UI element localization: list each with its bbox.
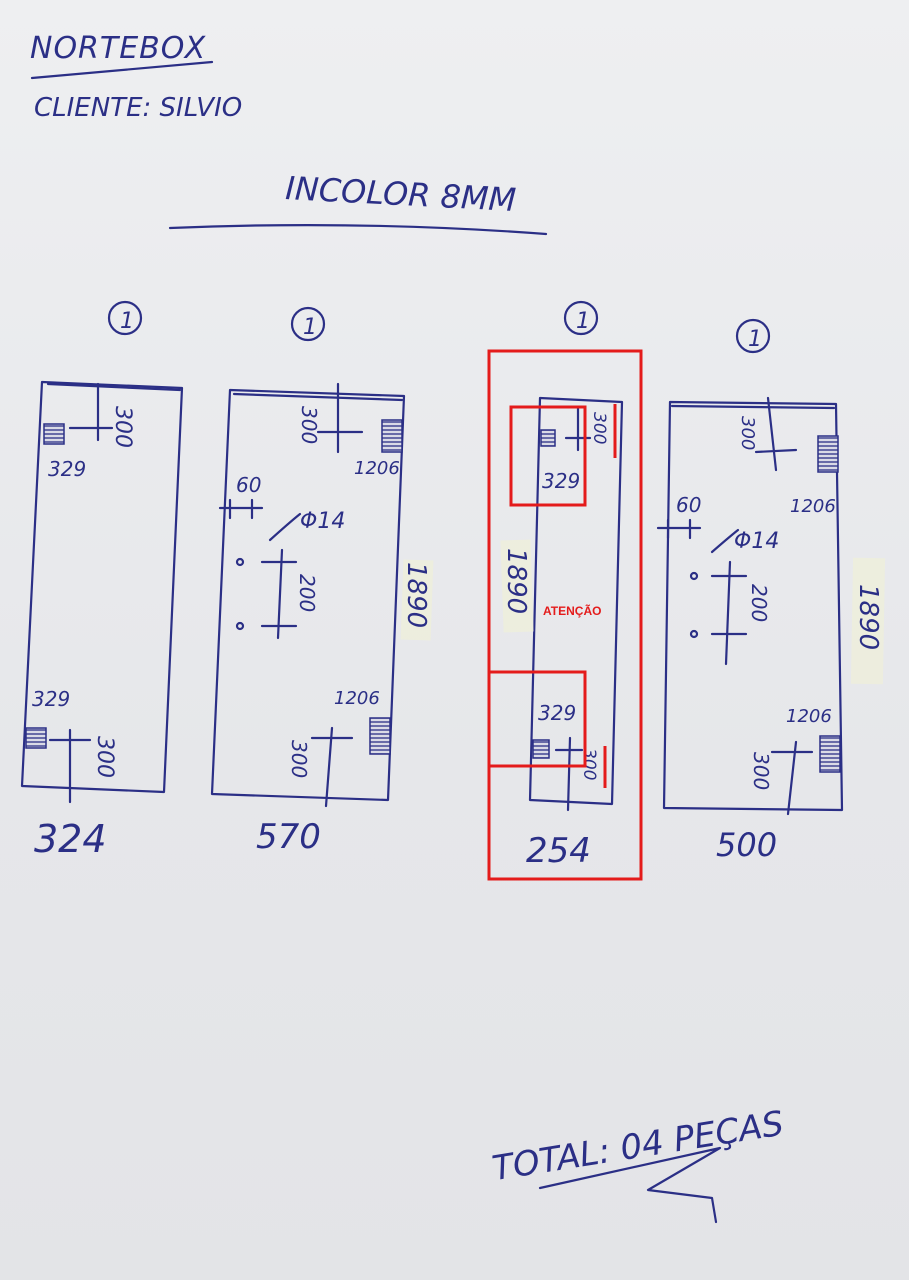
client-name: CLIENTE: SILVIO [34,93,242,123]
piece-4-hole-spacing-dim [710,560,748,666]
piece-2-top-hinge: 1206 [354,458,400,479]
glass-spec: INCOLOR 8MM [284,169,517,219]
piece-1-top-hinge-width: 329 [48,457,86,481]
piece-2-outline [210,388,406,802]
piece-4-top-hinge: 1206 [790,496,836,517]
piece-4-height: 1890 [853,584,883,650]
piece-3-quantity: 1 [576,309,590,334]
piece-2-hole-spacing-dim [260,548,298,640]
piece-4-top-offset: 300 [737,416,758,450]
piece-3-bottom-hinge-icon [532,739,550,759]
piece-1-top-hinge-icon [43,423,65,445]
piece-1-bottom-offset: 300 [92,736,117,778]
piece-1-bottom-dim-line [48,728,92,804]
piece-4-width: 500 [716,826,777,864]
glass-spec-underline [168,223,548,236]
piece-1-outline [20,380,184,794]
piece-4-outline [662,400,844,812]
piece-3-bottom-hinge-width: 329 [538,701,576,725]
piece-2-top-hinge-icon [381,419,403,453]
piece-4-hole-edge: 60 [676,493,701,517]
piece-2-width: 570 [256,817,321,857]
piece-2: 1 300 1206 60 Φ14 200 1890 1206 300 570 [210,306,434,857]
piece-4-bottom-hinge-icon [819,735,841,773]
piece-4-hole-spacing: 200 [747,584,771,622]
piece-4-top-hinge-icon [817,435,839,473]
piece-2-hole-edge: 60 [236,473,261,497]
piece-1-quantity: 1 [120,309,134,334]
attention-label: ATENÇÃO [543,603,601,618]
piece-2-top-offset: 300 [297,406,321,444]
piece-3-height: 1890 [501,548,531,614]
piece-3-qty-circle [563,300,599,336]
total-underline [538,1146,722,1224]
piece-4: 1 300 1206 60 Φ14 200 1890 1206 300 500 [656,318,886,864]
piece-4-bottom-dim-line [770,740,814,816]
piece-4-qty-circle [735,318,771,354]
attention-top-highlight [509,405,587,507]
piece-3-top-hinge-width: 329 [542,469,580,493]
piece-3: 1 300 329 1890 329 300 254 ATENÇÃO [487,300,643,881]
piece-4-bottom-hinge: 1206 [786,706,832,727]
piece-2-hole-spacing: 200 [295,574,319,612]
piece-1-bottom-hinge-icon [25,727,47,749]
company-name: NORTEBOX [30,31,207,66]
piece-2-qty-circle [290,306,326,342]
piece-1: 1 300 329 329 300 324 [20,300,184,861]
piece-4-hole-2 [689,629,699,639]
piece-4-bottom-offset: 300 [749,752,773,790]
attention-frame [487,349,643,881]
piece-1-qty-circle [107,300,143,336]
piece-3-bottom-dim-line [554,736,584,812]
piece-2-bottom-offset: 300 [287,740,311,778]
piece-3-top-offset: 300 [589,412,609,444]
piece-1-top-offset: 300 [110,406,135,448]
piece-3-outline [528,396,624,806]
piece-2-hole-edge-dim [218,498,264,520]
piece-2-quantity: 1 [303,315,317,340]
piece-2-bottom-dim-line [310,726,354,808]
attention-bottom-highlight [487,670,587,768]
piece-2-hole-1 [235,557,245,567]
piece-2-hole-diameter: Φ14 [300,509,345,534]
piece-4-hole-diameter: Φ14 [734,529,779,554]
piece-1-top-dim-line [68,382,114,442]
total-pieces: TOTAL: 04 PEÇAS [489,1104,786,1190]
piece-2-bottom-hinge-icon [369,717,391,755]
piece-2-hole-2 [235,621,245,631]
piece-2-height: 1890 [401,562,431,628]
company-underline [30,60,214,80]
piece-4-top-dim-line [754,396,798,472]
piece-2-top-dim-line [316,382,364,454]
piece-1-bottom-hinge-width: 329 [32,687,70,711]
piece-3-top-hinge-icon [540,429,556,447]
piece-4-hole-edge-dim [656,518,702,540]
piece-3-width: 254 [526,831,591,871]
piece-4-hole-1 [689,571,699,581]
piece-3-bottom-offset: 300 [579,748,599,780]
piece-1-width: 324 [34,817,107,861]
piece-2-bottom-hinge: 1206 [334,688,380,709]
piece-4-quantity: 1 [748,327,762,352]
